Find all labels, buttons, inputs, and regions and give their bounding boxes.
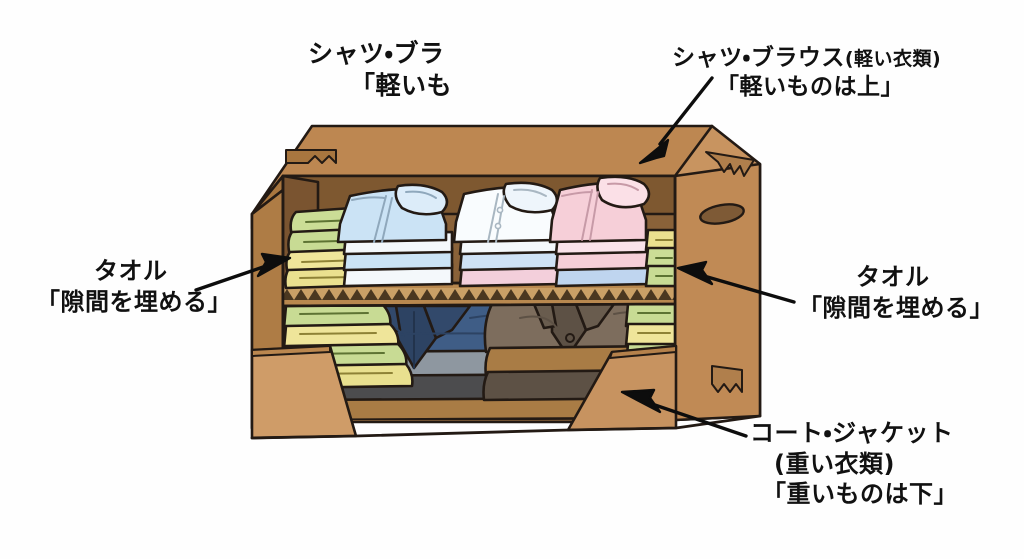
label-coat-line1: コート・ジャケット — [750, 419, 954, 447]
folded-shirt-white — [452, 181, 562, 288]
label-shirts-left-line2: 「軽いも — [350, 71, 453, 100]
shirt-collar-pink — [596, 176, 651, 209]
label-shirts-right-line1: シャツ・ブラウス(軽い衣類) — [672, 44, 941, 73]
arrow-to-top-shirt — [638, 76, 714, 165]
label-shirts-right-main: シャツ・ブラウス — [672, 45, 845, 71]
arrow-to-coat — [620, 388, 748, 438]
box-right-panel — [673, 124, 762, 422]
panel-notch-lower — [711, 365, 743, 393]
label-towel-right-line1: タオル — [856, 263, 930, 291]
shirt-collar-white — [502, 181, 559, 214]
label-towel-left: タオル 「隙間を埋める」 — [36, 256, 232, 317]
flap-notch-left — [285, 149, 337, 164]
annotation-arrows — [194, 76, 796, 438]
label-towel-right-line2: 「隙間を埋める」 — [798, 293, 994, 322]
label-shirts-right-sub: (軽い衣類) — [844, 48, 942, 70]
label-shirts-blouses-right: シャツ・ブラウス(軽い衣類) 「軽いものは上」 — [672, 44, 941, 103]
label-coat-jacket: コート・ジャケット (重い衣類) 「重いものは下」 — [750, 418, 958, 510]
label-shirts-right-line2: 「軽いものは上」 — [716, 74, 904, 101]
shirt-collar-blue — [394, 183, 449, 216]
label-shirts-blouses-left: シャツ・ブラ 「軽いも — [308, 38, 478, 102]
hand-hole-icon — [699, 203, 745, 225]
label-towel-right: タオル 「隙間を埋める」 — [798, 262, 994, 323]
light-clothes-tier — [284, 176, 675, 290]
label-towel-left-line1: タオル — [94, 257, 168, 285]
flap-notch-right — [705, 151, 755, 177]
label-shirts-left-line1: シャツ・ブラ — [308, 39, 445, 68]
label-coat-line3: 「重いものは下」 — [762, 480, 958, 509]
folded-shirt-blue — [336, 183, 454, 288]
towel-lower-right-2 — [624, 322, 675, 348]
arrow-to-towel-right — [676, 260, 796, 304]
arrow-to-towel-left — [194, 252, 292, 292]
label-coat-line2: (重い衣類) — [774, 449, 895, 478]
folded-shirt-pink — [548, 176, 651, 288]
label-towel-left-line2: 「隙間を埋める」 — [36, 287, 232, 316]
